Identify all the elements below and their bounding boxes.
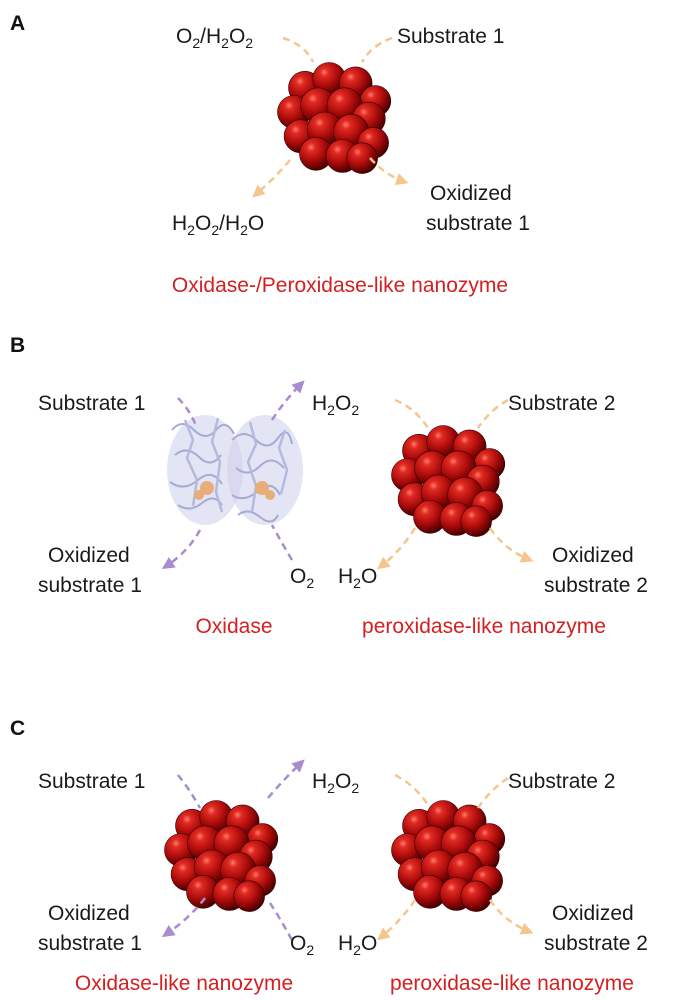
label-b-substrate-1-oxidized: substrate 1 [38,574,142,597]
arrow-oxidized-out [369,157,409,186]
caption-b-right: peroxidase-like nanozyme [362,615,606,638]
label-c-substrate-2: Substrate 2 [508,770,615,793]
nanozyme-sphere [233,880,265,912]
label-o2-h2o2: O2/H2O2 [176,25,253,51]
arrow-o2-in [282,36,315,63]
arrow-c-o2-in [266,899,294,941]
panel-a-letter: A [10,12,25,35]
arrow-b-h2o-out [377,527,417,570]
arrow-c-oxidized1-out [161,897,206,938]
label-substrate-1: Substrate 1 [397,25,504,48]
label-c-oxidized-2: Oxidized [552,902,634,925]
label-substrate-1-oxidized: substrate 1 [426,212,530,235]
label-b-substrate-1: Substrate 1 [38,392,145,415]
arrow-c-h2o2-out [267,759,305,799]
label-b-substrate-2-oxidized: substrate 2 [544,574,648,597]
label-c-substrate-1-oxidized: substrate 1 [38,932,142,955]
nanozyme-cluster-b [391,425,506,537]
panel-a-arrows [252,36,409,198]
panel-c-letter: C [10,717,25,740]
arrow-c-substrate1-in [177,774,202,809]
label-b-h2o: H2O [338,565,377,591]
arrow-b-substrate2-in [476,398,509,429]
label-c-oxidized: Oxidized [48,902,130,925]
label-c-h2o2: H2O2 [312,770,359,796]
label-c-substrate-2-oxidized: substrate 2 [544,932,648,955]
label-b-h2o2: H2O2 [312,392,359,418]
label-b-substrate-2: Substrate 2 [508,392,615,415]
arrow-b-h2o2-out [270,380,305,421]
nanozyme-sphere [346,142,378,174]
arrow-c-h2o-out [377,899,417,941]
label-b-o2: O2 [290,565,314,591]
arrow-b-o2-in [270,524,294,561]
arrow-b-oxidized1-out [161,529,202,570]
caption-c-right: peroxidase-like nanozyme [390,972,634,995]
label-h2o2-h2o: H2O2/H2O [172,212,264,238]
arrow-c-oxidized2-out [488,899,534,935]
label-c-o2: O2 [290,932,314,958]
arrow-b-oxidized2-out [488,527,534,563]
arrow-h2o2-out [252,159,291,198]
label-oxidized: Oxidized [430,182,512,205]
nanozyme-cluster-c-left [164,800,279,912]
panel-b-letter: B [10,334,25,357]
panel-c-arrows [161,759,534,941]
panel-b-arrows [161,380,534,570]
label-c-h2o: H2O [338,932,377,958]
nanozyme-cluster-a [277,62,392,174]
caption-a: Oxidase-/Peroxidase-like nanozyme [172,274,508,297]
arrow-c-h2o2-in [394,773,430,806]
nanozyme-sphere [460,505,492,537]
label-c-substrate-1: Substrate 1 [38,770,145,793]
arrow-b-h2o2-in [394,398,430,429]
caption-c-left: Oxidase-like nanozyme [75,972,293,995]
nanozyme-cluster-c-right [391,800,506,912]
caption-b-left: Oxidase [195,615,272,638]
label-b-oxidized: Oxidized [48,544,130,567]
arrow-b-substrate1-in [177,397,199,429]
arrow-c-substrate2-in [476,776,509,809]
oxidase-enzyme-structure [167,415,303,525]
label-b-oxidized-2: Oxidized [552,544,634,567]
nanozyme-sphere [460,880,492,912]
arrow-substrate1-in [360,36,393,63]
